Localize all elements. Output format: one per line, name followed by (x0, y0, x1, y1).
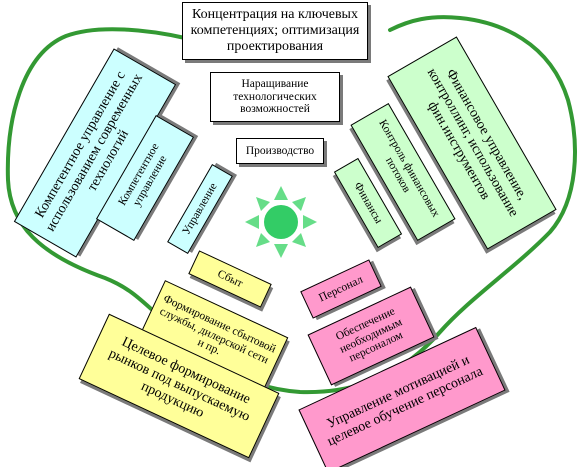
sun-icon (245, 186, 317, 258)
competence-outline (5, 15, 577, 395)
tech-box-label: Наращивание технологических возможностей (233, 77, 317, 116)
top-box: Концентрация на ключевых компетенциях; о… (182, 2, 368, 60)
sun-disc (264, 205, 298, 239)
sales-label: Сбыт (215, 267, 245, 290)
top-box-label: Концентрация на ключевых компетенциях; о… (190, 7, 360, 54)
tech-box: Наращивание технологических возможностей (210, 72, 340, 122)
production-box-label: Производство (245, 144, 315, 157)
sun-rays (245, 186, 317, 258)
production-box: Производство (236, 138, 324, 164)
